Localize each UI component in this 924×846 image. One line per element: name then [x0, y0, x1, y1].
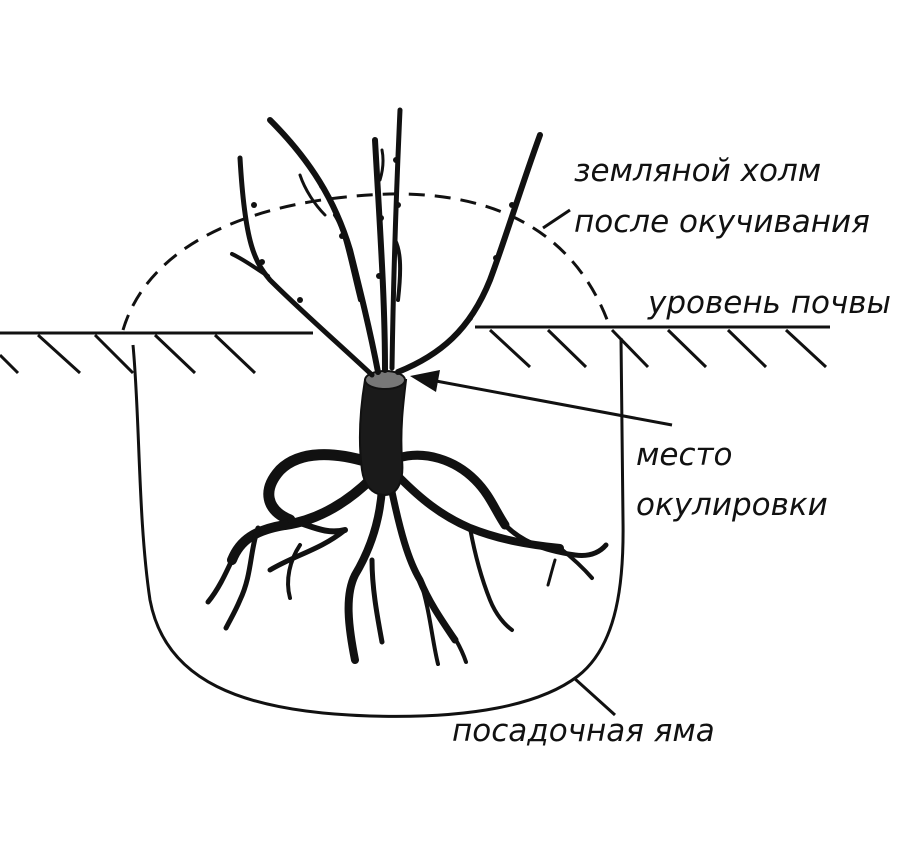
graft-arrowhead [410, 370, 440, 392]
soil-level-label: уровень почвы [648, 285, 891, 321]
mound-leader-line [543, 210, 570, 228]
graft-site-label-line1: место [636, 437, 733, 473]
pit-leader-line [574, 678, 615, 715]
planting-pit-label: посадочная яма [452, 713, 715, 749]
roots [208, 455, 606, 664]
rootstock-trunk [360, 380, 406, 495]
mound-label-line2: после окучивания [574, 204, 870, 240]
graft-leader-line [436, 381, 672, 425]
mound-label-line1: земляной холм [574, 153, 821, 189]
graft-site-label-line2: окулировки [636, 487, 828, 523]
